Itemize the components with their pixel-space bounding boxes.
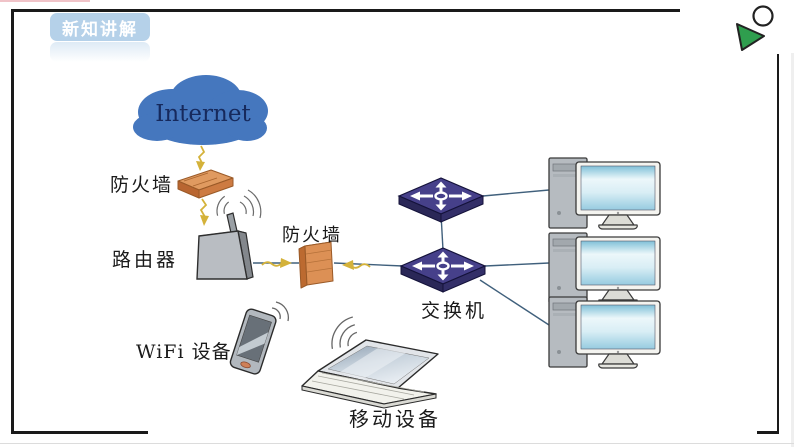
lightning-arrow-icon — [261, 258, 292, 268]
diagram-frame-right — [776, 54, 779, 434]
diagram-frame-left — [11, 9, 14, 434]
green-cursor-with-circle-icon — [736, 5, 774, 51]
lesson-section-badge: 新知讲解 — [50, 13, 150, 41]
wifi-waves-icon — [216, 189, 262, 219]
router-label: 路由器 — [112, 249, 179, 271]
desktop-computer-icon — [548, 296, 661, 369]
desktop-computer-icon — [548, 157, 661, 230]
lightning-arrow-icon — [196, 145, 206, 171]
switch-label: 交换机 — [421, 300, 488, 322]
lightning-arrow-icon — [199, 198, 209, 226]
connection-lines — [253, 189, 550, 326]
lesson-section-badge-label: 新知讲解 — [62, 19, 138, 39]
connection-line — [482, 189, 550, 197]
badge-reflection — [50, 42, 150, 62]
wifi-waves-icon — [331, 316, 358, 350]
internet-cloud-icon — [133, 75, 268, 145]
logo-triangle — [736, 23, 765, 51]
top-accent-line — [0, 0, 90, 2]
logo-circle — [752, 5, 774, 27]
wifi-device-label: WiFi 设备 — [136, 341, 232, 363]
firewall-mid-label: 防火墙 — [282, 225, 342, 246]
mobile-device-label: 移动设备 — [349, 407, 441, 431]
wifi-waves-icon — [271, 301, 290, 322]
right-edge-strip — [791, 0, 794, 447]
connection-line — [484, 262, 550, 267]
connection-line — [479, 279, 550, 326]
firewall-brick-icon — [298, 241, 334, 289]
diagram-frame-top — [11, 9, 682, 12]
internet-label: Internet — [155, 101, 251, 127]
diagram-frame-bottom-left — [11, 430, 148, 434]
switch-icon — [399, 246, 487, 294]
switch-icon — [397, 176, 485, 224]
bottom-edge-line — [0, 443, 794, 444]
smartphone-icon — [229, 308, 277, 375]
firewall-brick-icon — [177, 169, 234, 199]
firewall-top-label: 防火墙 — [110, 174, 174, 196]
laptop-icon — [301, 339, 439, 409]
desktop-computer-icon — [548, 232, 661, 305]
diagram-frame-bottom-right — [757, 430, 779, 434]
lightning-arrow-icon — [342, 260, 371, 270]
router-icon — [196, 212, 254, 280]
